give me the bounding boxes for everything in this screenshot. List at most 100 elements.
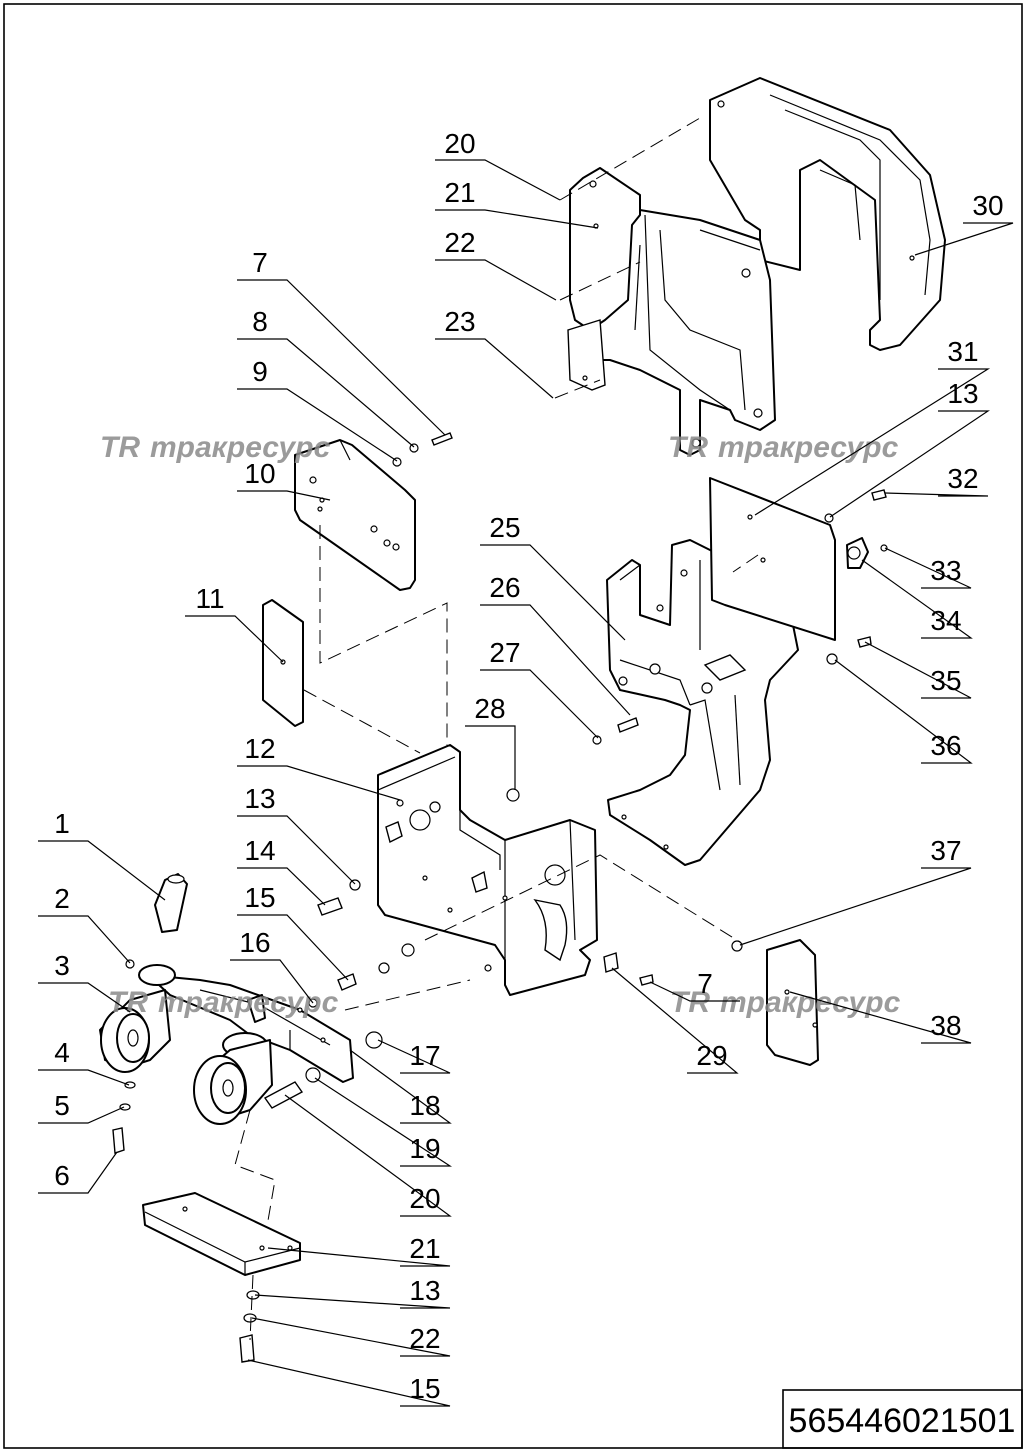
plate-31 (709, 477, 836, 641)
caster-right (193, 994, 321, 1125)
callout-8: 8 (237, 306, 415, 448)
document-number: 565446021501 (789, 1402, 1016, 1440)
callout-9: 9 (237, 356, 398, 462)
svg-text:TR: TR (100, 431, 140, 464)
svg-text:15: 15 (244, 882, 275, 913)
svg-text:13: 13 (409, 1275, 440, 1306)
callout-5: 5 (38, 1090, 125, 1124)
callout-7b: 23 (435, 306, 554, 399)
callout-20: 20 (284, 1094, 452, 1217)
svg-text:30: 30 (972, 190, 1003, 221)
svg-text:14: 14 (244, 835, 275, 866)
callout-36: 36 (834, 659, 973, 764)
callout-25: 25 (480, 512, 626, 641)
svg-text:6: 6 (54, 1160, 70, 1191)
svg-text:TR: TR (668, 431, 708, 464)
svg-text:20: 20 (409, 1183, 440, 1214)
watermark-3: TR тракресурс (108, 986, 339, 1019)
svg-text:тракресурс: тракресурс (158, 986, 339, 1019)
callout-24: 21 (435, 177, 599, 229)
svg-text:22: 22 (444, 227, 475, 258)
plate-11 (262, 599, 304, 727)
svg-text:12: 12 (244, 733, 275, 764)
svg-text:TR: TR (108, 986, 148, 1019)
callout-2: 2 (38, 883, 131, 964)
svg-text:20: 20 (444, 128, 475, 159)
svg-text:25: 25 (489, 512, 520, 543)
callout-31: 31 (754, 336, 991, 516)
svg-text:23: 23 (444, 306, 475, 337)
plate-38 (731, 939, 819, 1066)
callout-29: 29 (611, 967, 739, 1074)
callout-37: 37 (739, 835, 972, 946)
svg-text:5: 5 (54, 1090, 70, 1121)
caster-left (99, 964, 176, 1154)
callout-3: 3 (38, 950, 131, 1013)
svg-text:8: 8 (252, 306, 268, 337)
callout-32: 32 (884, 463, 989, 497)
callout-14: 14 (237, 835, 326, 906)
svg-text:2: 2 (54, 883, 70, 914)
hardware-12-group (308, 788, 520, 1049)
pin-1 (125, 873, 188, 969)
callout-33: 33 (884, 547, 972, 589)
hood-cover (589, 77, 946, 456)
callout-12: 12 (237, 733, 401, 801)
callout-13a: 13 (237, 783, 356, 885)
callout-27: 27 (480, 637, 599, 739)
drawing-frame (3, 3, 1023, 1449)
callout-13c: 13 (829, 378, 990, 518)
svg-text:3: 3 (54, 950, 70, 981)
bolt-7-upper (392, 432, 453, 467)
svg-text:35: 35 (930, 665, 961, 696)
callout-6: 6 (38, 1151, 118, 1194)
callout-26: 26 (480, 572, 631, 716)
callout-7c: 7 (237, 247, 446, 436)
callout-34: 34 (861, 559, 973, 639)
callout-18: 18 (349, 1049, 452, 1124)
svg-text:27: 27 (489, 637, 520, 668)
block-21 (142, 1192, 301, 1363)
svg-text:13: 13 (947, 378, 978, 409)
callout-7a: 22 (435, 227, 557, 301)
svg-text:тракресурс: тракресурс (720, 986, 901, 1019)
svg-text:тракресурс: тракресурс (150, 431, 331, 464)
bracket-25 (606, 539, 799, 866)
callout-15a: 15 (237, 882, 349, 981)
callout-16: 16 (230, 927, 314, 1004)
callout-38: 38 (789, 991, 972, 1044)
callout-15b: 15 (247, 1359, 451, 1407)
svg-text:26: 26 (489, 572, 520, 603)
callout-23: 20 (435, 128, 561, 201)
callout-13b: 13 (254, 1275, 451, 1309)
callout-17: 17 (377, 1039, 451, 1074)
svg-text:1: 1 (54, 808, 70, 839)
callout-4: 4 (38, 1037, 130, 1086)
svg-text:32: 32 (947, 463, 978, 494)
svg-text:36: 36 (930, 730, 961, 761)
svg-text:15: 15 (409, 1373, 440, 1404)
plate-10 (294, 439, 416, 591)
svg-text:9: 9 (252, 356, 268, 387)
svg-text:13: 13 (244, 783, 275, 814)
svg-text:TR: TR (670, 986, 710, 1019)
svg-text:18: 18 (409, 1090, 440, 1121)
latch-29 (603, 952, 654, 986)
callout-22: 22 (251, 1317, 451, 1357)
svg-text:29: 29 (696, 1040, 727, 1071)
callout-10: 10 (237, 458, 331, 501)
svg-text:7: 7 (697, 968, 713, 999)
frame-12 (377, 744, 598, 996)
svg-text:21: 21 (444, 177, 475, 208)
callout-19: 19 (314, 1077, 453, 1167)
connector-34 (592, 489, 888, 745)
watermark-1: TR тракресурс (100, 431, 331, 464)
svg-text:4: 4 (54, 1037, 70, 1068)
svg-text:28: 28 (474, 693, 505, 724)
svg-text:16: 16 (239, 927, 270, 958)
svg-text:10: 10 (244, 458, 275, 489)
callout-21: 21 (267, 1233, 451, 1267)
callout-28: 28 (465, 693, 516, 790)
callout-30: 30 (914, 190, 1014, 256)
